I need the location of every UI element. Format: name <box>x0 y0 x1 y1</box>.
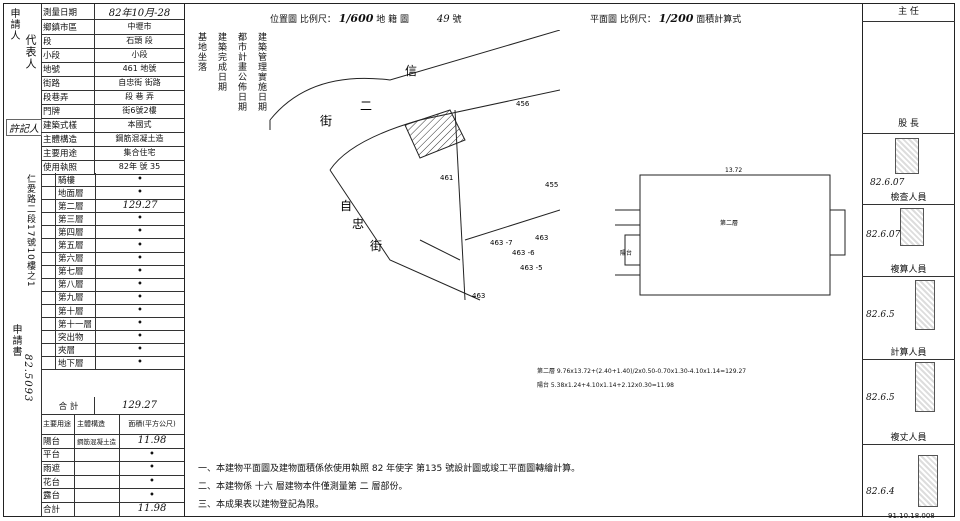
inspector-stamp <box>900 208 924 246</box>
date-1: 82.6.07 <box>870 178 905 188</box>
resurvey-label: 複丈人員 <box>862 430 955 445</box>
plan-header: 平面圖 比例尺： 1/200 面積計算式 <box>590 12 742 25</box>
lot-number: 463 <box>472 292 485 300</box>
attached-row: 花台• <box>41 474 184 490</box>
calculator-label: 計算人員 <box>862 345 955 360</box>
street-char: 忠 <box>352 217 364 231</box>
location-map-header: 位置圖 比例尺： 1/600 地 籍 圖 49 號 <box>270 12 462 25</box>
attached-row: 露台• <box>41 488 184 503</box>
date-4: 82.6.5 <box>866 393 895 403</box>
plan-room-label: 第二層 <box>720 219 738 227</box>
apply-no: 82.5093 <box>22 354 33 403</box>
plan-top-dim: 13.72 <box>725 167 742 174</box>
floor-row: 突出物• <box>41 330 184 345</box>
base-label: 都市計畫公佈日期 <box>236 32 246 112</box>
street-char: 信 <box>405 64 417 78</box>
calc-line-2: 陽台 5.38x1.24+4.10x1.14+2.12x0.30=11.98 <box>537 382 674 389</box>
street-char: 自 <box>340 199 352 213</box>
info-row: 主要用途集合住宅 <box>41 145 184 161</box>
balcony-label: 陽台 <box>620 249 632 257</box>
lot-number: 455 <box>545 181 558 189</box>
reviewer-stamp <box>915 280 935 330</box>
note-3: 三、本成果表以建物登記為限。 <box>198 500 325 510</box>
left-info-table <box>4 4 185 516</box>
floor-row: 第五層• <box>41 238 184 253</box>
applicant-name: 代表人 <box>24 34 37 70</box>
lot-number: 461 <box>440 174 453 182</box>
info-row: 段巷弄段 巷 弄 <box>41 89 184 105</box>
address: 仁愛路二段17號10樓之1 <box>25 174 35 288</box>
street-char: 街 <box>370 239 382 253</box>
director-label: 主 任 <box>862 4 955 22</box>
section-chief-label: 股 長 <box>862 116 955 134</box>
footer-code: 91.10.18.008 <box>888 512 935 520</box>
floor-row: 第六層• <box>41 251 184 266</box>
street-char: 二 <box>360 99 372 113</box>
date-2: 82.6.07 <box>866 230 901 240</box>
reviewer-label: 複算人員 <box>862 262 955 277</box>
floor-row: 第十層• <box>41 304 184 318</box>
floor-row: 第八層• <box>41 277 184 292</box>
info-row: 街路自忠街 街路 <box>41 75 184 91</box>
total-row: 合 計 129.27 <box>41 397 184 415</box>
street-char: 街 <box>320 114 332 128</box>
lot-number: 463 -5 <box>520 264 543 272</box>
info-row: 建築式樣本國式 <box>41 117 184 133</box>
applicant-header: 申請人 <box>8 8 19 41</box>
floor-plan: 13.72 第二層 陽台 <box>615 167 846 296</box>
info-row: 小段小段 <box>41 47 184 63</box>
lot-number: 463 -6 <box>512 249 535 257</box>
base-label: 建築管理實施日期 <box>256 32 266 112</box>
info-row: 段石頭 段 <box>41 33 184 49</box>
attached-header-row: 主要用途 主體構造 面積(平方公尺) <box>41 414 184 435</box>
floor-row: 第三層• <box>41 212 184 227</box>
applicant-seal: 許記人 <box>6 119 42 136</box>
resurvey-stamp <box>918 455 938 507</box>
floor-row: 第四層• <box>41 225 184 240</box>
lot-number: 456 <box>516 100 530 108</box>
document-frame <box>3 3 955 517</box>
applicant-column: 申請人 代表人 許記人 仁愛路二段17號10樓之1 申請書 82.5093 <box>4 4 42 516</box>
date-3: 82.6.5 <box>866 310 895 320</box>
survey-date: 82年10月-28 <box>108 8 171 19</box>
attached-row: 雨遮• <box>41 461 184 476</box>
floor-row: 第七層• <box>41 264 184 279</box>
lot-number: 463 <box>535 234 548 242</box>
floor-row: 騎樓• <box>41 173 184 187</box>
floor-row: 地面層• <box>41 186 184 201</box>
info-row: 主體構造鋼筋混凝土造 <box>41 131 184 147</box>
lot-number: 463 -7 <box>490 239 513 247</box>
date-5: 82.6.4 <box>866 487 895 497</box>
floor-row: 地下層• <box>41 356 184 371</box>
calculator-stamp <box>915 362 935 412</box>
attached-row: 平台• <box>41 447 184 463</box>
calc-line-1: 第二層 9.76x13.72+(2.40+1.40)/2x0.50-0.70x1… <box>537 368 747 375</box>
inspector-label: 檢查人員 <box>862 190 955 205</box>
apply-no-label: 申請書 <box>10 324 21 357</box>
floor-row: 第十一層• <box>41 317 184 332</box>
survey-date-row: 測量日期 82年10月-28 <box>41 4 184 20</box>
base-label: 基地坐落 <box>196 32 206 72</box>
location-map: 二 信 街 自 忠 街 456 461 455 463 463 -7 463 -… <box>269 30 560 301</box>
base-label: 建築完成日期 <box>216 32 226 92</box>
chief-stamp <box>895 138 919 174</box>
signature-column <box>862 4 956 516</box>
total-value: 129.27 <box>122 400 157 411</box>
note-1: 一、本建物平面圖及建物面積係依使用執照 82 年使字 第135 號設計圖或竣工平… <box>198 464 581 474</box>
floor-row: 第九層• <box>41 290 184 305</box>
info-row: 門牌街6號2樓 <box>41 103 184 119</box>
note-2: 二、本建物係 十六 層建物本件僅測量第 二 層部份。 <box>198 482 408 492</box>
floor-row: 夾層• <box>41 343 184 358</box>
info-row: 鄉鎮市區中壢市 <box>41 19 184 35</box>
